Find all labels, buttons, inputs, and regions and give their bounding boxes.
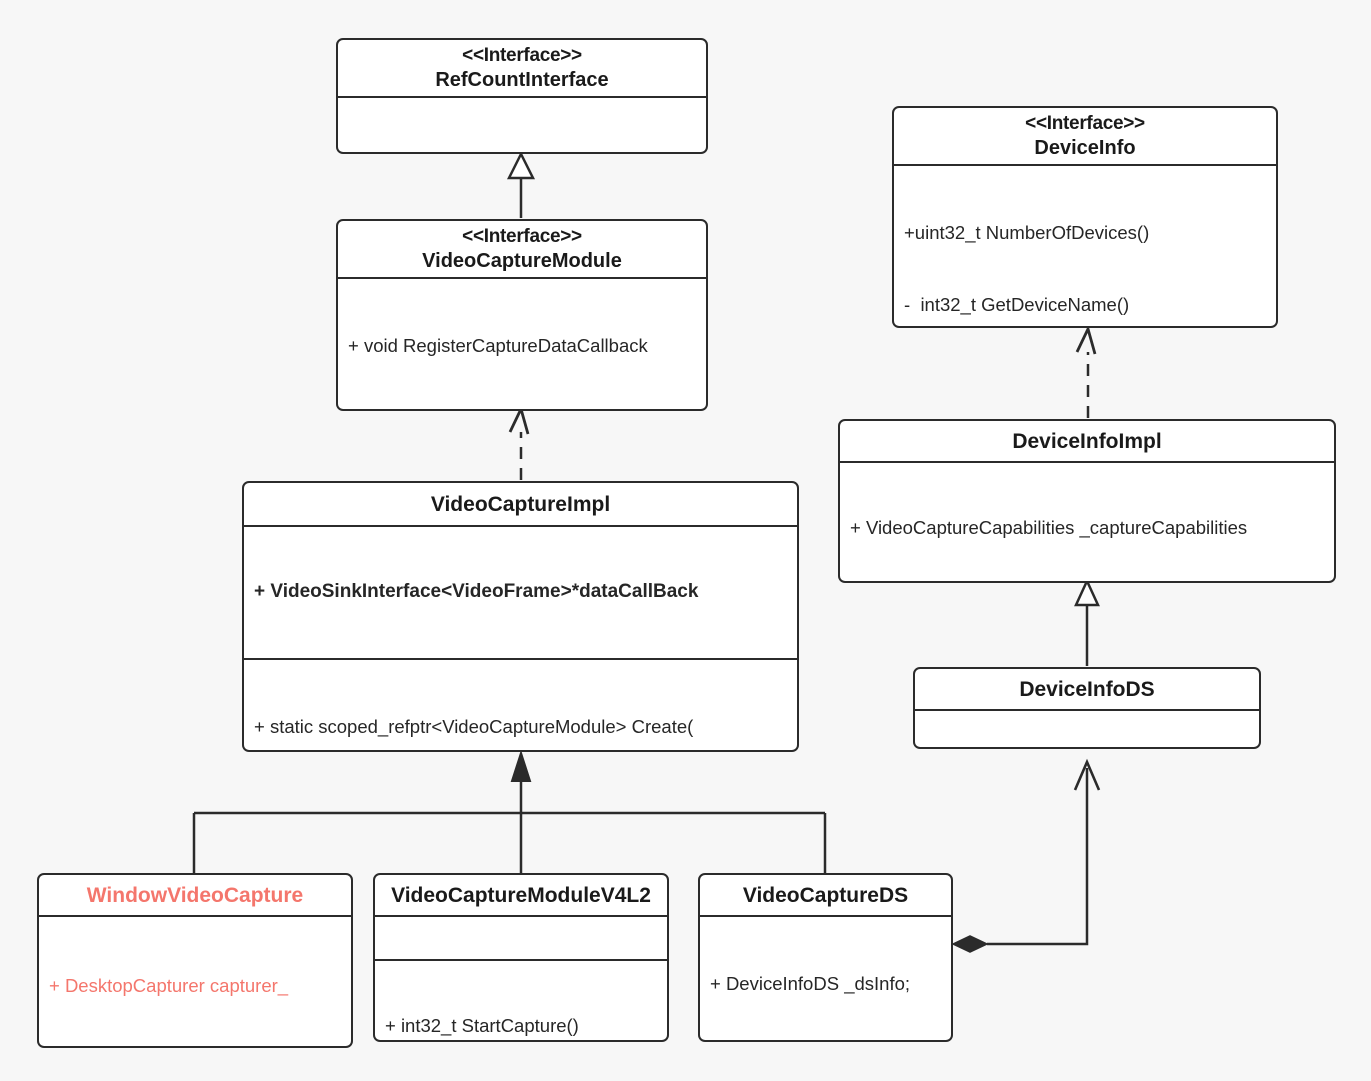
class-box-videocapturemodulev4l2[interactable]: VideoCaptureModuleV4L2 + int32_t StartCa… <box>373 873 669 1042</box>
class-header-deviceinfoimpl: DeviceInfoImpl <box>840 421 1334 461</box>
methods-compartment-videocapturemodulev4l2: + int32_t StartCapture() + int32_t StopC… <box>375 961 667 1040</box>
class-box-videocapturemodule[interactable]: <<Interface>> VideoCaptureModule + void … <box>336 219 708 411</box>
line-videocapturemodule-to-refcountinterface <box>506 151 536 218</box>
attributes-compartment-videocapturemodulev4l2 <box>375 917 667 959</box>
compartment-divider <box>338 95 706 98</box>
class-name-label: DeviceInfoDS <box>1019 678 1155 701</box>
attribute-row: + VideoSinkInterface<VideoFrame>*dataCal… <box>254 581 699 603</box>
class-box-deviceinfo[interactable]: <<Interface>> DeviceInfo +uint32_t Numbe… <box>892 106 1278 328</box>
class-box-videocaptureimpl[interactable]: VideoCaptureImpl + VideoSinkInterface<Vi… <box>242 481 799 752</box>
class-name-label: VideoCaptureDS <box>742 884 909 907</box>
attributes-compartment-windowvideocapture: + DesktopCapturer capturer_ <box>39 917 351 1046</box>
compartment-divider <box>39 915 351 918</box>
method-row: + static scoped_refptr<VideoCaptureModul… <box>254 716 694 738</box>
line-subclasses-to-videocaptureimpl <box>192 749 827 874</box>
attribute-row: + DeviceInfoDS _dsInfo; <box>710 973 911 995</box>
class-box-deviceinfoimpl[interactable]: DeviceInfoImpl + VideoCaptureCapabilitie… <box>838 419 1336 583</box>
class-name-label: WindowVideoCapture <box>86 884 304 907</box>
line-videocaptureimpl-to-videocapturemodule <box>508 405 530 480</box>
compartment-divider <box>915 709 1259 712</box>
member-row: + int32_t StartCapture() <box>348 406 696 409</box>
compartment-divider <box>338 276 706 279</box>
members-compartment-refcountinterface: + void AddRef() - RefCountReleaseStatus … <box>338 98 706 154</box>
class-name-label: DeviceInfo <box>1034 136 1136 159</box>
class-header-refcountinterface: <<Interface>> RefCountInterface <box>338 40 706 96</box>
class-name-label: DeviceInfoImpl <box>1012 430 1162 453</box>
class-header-deviceinfods: DeviceInfoDS <box>915 669 1259 709</box>
stereotype-label: <<Interface>> <box>1025 113 1145 134</box>
compartment-divider <box>244 658 797 661</box>
attributes-compartment-deviceinfoimpl: + VideoCaptureCapabilities _captureCapab… <box>840 463 1334 581</box>
line-deviceinfods-to-deviceinfoimpl <box>1074 577 1100 666</box>
class-name-label: RefCountInterface <box>435 68 609 91</box>
stereotype-label: <<Interface>> <box>462 45 582 66</box>
class-box-refcountinterface[interactable]: <<Interface>> RefCountInterface + void A… <box>336 38 708 154</box>
compartment-divider <box>840 461 1334 464</box>
class-header-videocapturemodule: <<Interface>> VideoCaptureModule <box>338 221 706 277</box>
compartment-divider <box>894 163 1276 166</box>
members-compartment-deviceinfo: +uint32_t NumberOfDevices() - int32_t Ge… <box>894 166 1276 326</box>
class-header-deviceinfo: <<Interface>> DeviceInfo <box>894 108 1276 164</box>
compartment-divider <box>375 915 667 918</box>
member-row: - int32_t GetDeviceName() <box>904 294 1130 316</box>
class-header-windowvideocapture: WindowVideoCapture <box>39 875 351 915</box>
class-box-windowvideocapture[interactable]: WindowVideoCapture + DesktopCapturer cap… <box>37 873 353 1048</box>
attribute-row: + DesktopCapturer capturer_ <box>49 975 289 997</box>
line-deviceinfoimpl-to-deviceinfo <box>1075 325 1097 418</box>
compartment-divider <box>700 915 951 918</box>
class-header-videocapturemodulev4l2: VideoCaptureModuleV4L2 <box>375 875 667 915</box>
compartment-divider <box>244 525 797 528</box>
class-name-label: VideoCaptureModuleV4L2 <box>391 884 651 907</box>
class-name-label: VideoCaptureImpl <box>430 493 611 516</box>
class-box-videocaptureds[interactable]: VideoCaptureDS + DeviceInfoDS _dsInfo; +… <box>698 873 953 1042</box>
method-row: + int32_t StartCapture() <box>385 1015 579 1037</box>
attributes-compartment-videocaptureimpl: + VideoSinkInterface<VideoFrame>*dataCal… <box>244 527 797 658</box>
methods-compartment-videocaptureimpl: + static scoped_refptr<VideoCaptureModul… <box>244 660 797 750</box>
line-videocaptureds-to-deviceinfods <box>951 758 1101 953</box>
class-name-label: VideoCaptureModule <box>422 249 622 272</box>
member-row: + void RegisterCaptureDataCallback <box>348 334 648 356</box>
stereotype-label: <<Interface>> <box>462 226 582 247</box>
attribute-row: + VideoCaptureCapabilities _captureCapab… <box>850 517 1248 539</box>
member-row: + void AddRef() <box>348 153 696 154</box>
compartment-divider <box>375 959 667 962</box>
methods-compartment-deviceinfods: + static DeviceInfoDS* Create() <box>915 711 1259 747</box>
class-header-videocaptureds: VideoCaptureDS <box>700 875 951 915</box>
member-row: +uint32_t NumberOfDevices() <box>904 221 1150 243</box>
class-header-videocaptureimpl: VideoCaptureImpl <box>244 483 797 525</box>
attributes-compartment-videocaptureds: + DeviceInfoDS _dsInfo; <box>700 917 951 1040</box>
members-compartment-videocapturemodule: + void RegisterCaptureDataCallback + int… <box>338 279 706 409</box>
class-box-deviceinfods[interactable]: DeviceInfoDS + static DeviceInfoDS* Crea… <box>913 667 1261 749</box>
